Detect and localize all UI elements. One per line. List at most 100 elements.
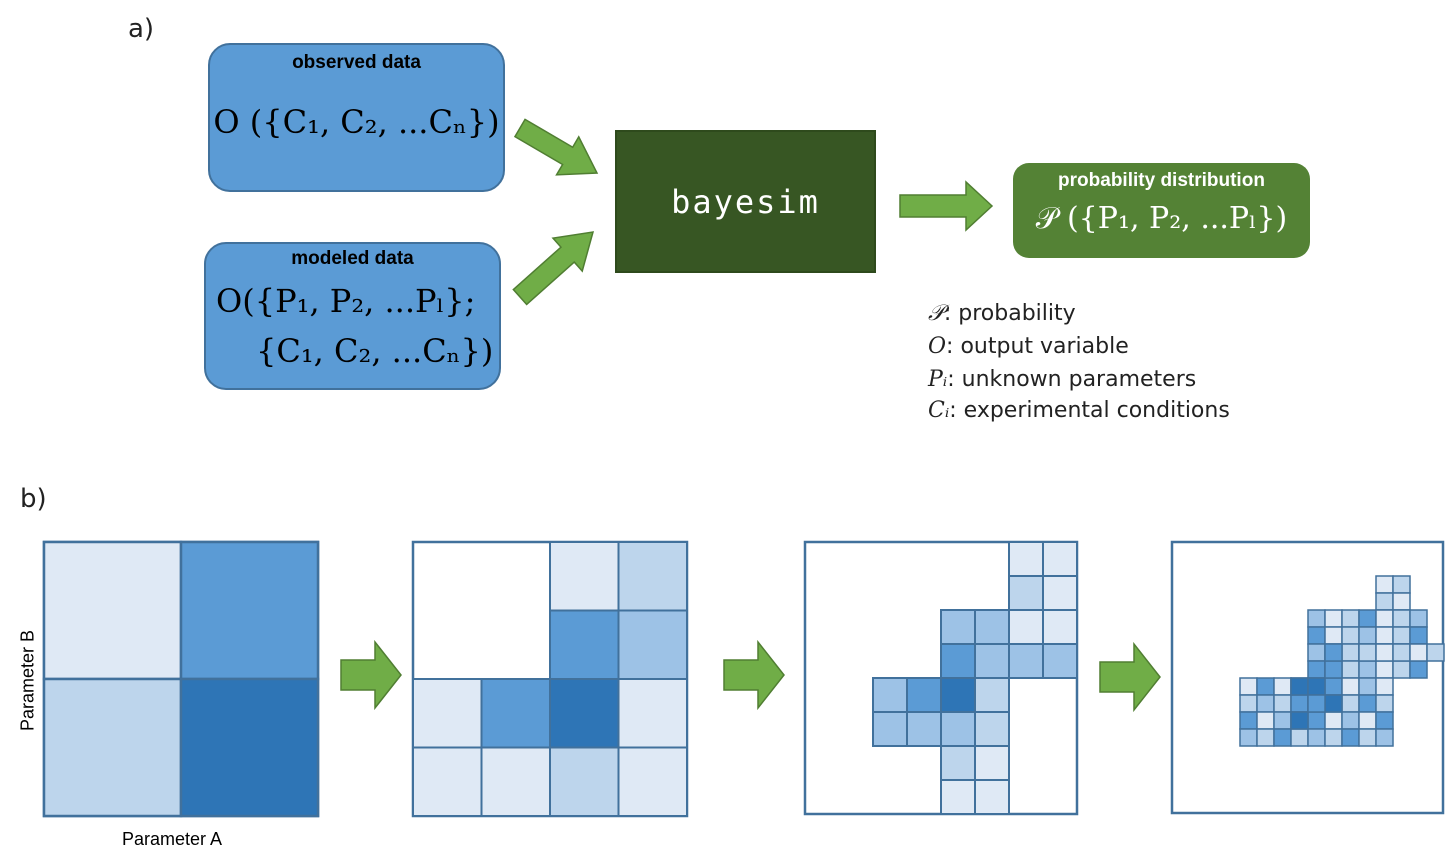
grid-4-cell <box>1307 694 1326 713</box>
grid-3-cell <box>940 779 976 815</box>
grid-4-cell <box>1375 677 1394 696</box>
grid-4-cell <box>1426 643 1445 662</box>
grid-4-cell <box>1375 711 1394 730</box>
grid-4-cell <box>1307 626 1326 645</box>
grid-2-cell <box>617 609 688 680</box>
grid-4-cell <box>1358 694 1377 713</box>
grid-4-cell <box>1290 711 1309 730</box>
grid-4-cell <box>1239 728 1258 747</box>
grid-2-cell <box>480 746 551 817</box>
grid-3-cell <box>940 711 976 747</box>
legend-item-probability: 𝒫: probability <box>928 301 1076 326</box>
arrow-bayesim-to-distribution-icon <box>899 180 994 232</box>
legend-item-output-variable: O: output variable <box>928 334 1129 359</box>
grid-2-cell <box>549 609 620 680</box>
modeled-data-title: modeled data <box>291 248 414 269</box>
modeled-data-expression-line1: O({P₁, P₂, ...Pₗ}; <box>216 282 476 320</box>
grid-4-cell <box>1239 711 1258 730</box>
bayesim-label: bayesim <box>671 182 820 221</box>
probability-distribution-title: probability distribution <box>1058 170 1265 191</box>
panel-a-label: a) <box>128 14 155 44</box>
grid-3-cell <box>974 779 1010 815</box>
grid-4-cell <box>1324 643 1343 662</box>
grid-4-cell <box>1358 643 1377 662</box>
legend-symbol: 𝒫 <box>928 301 944 326</box>
grid-4-cell <box>1409 626 1428 645</box>
grid-4-cell <box>1273 728 1292 747</box>
grid-4-cell <box>1392 660 1411 679</box>
grid-4-cell <box>1341 728 1360 747</box>
grid-4-cell <box>1273 677 1292 696</box>
observed-data-expression: O ({C₁, C₂, ...Cₙ}) <box>213 103 500 141</box>
grid-4-cell <box>1324 609 1343 628</box>
grid-3-cell <box>974 745 1010 781</box>
grid-3-cell <box>1008 609 1044 645</box>
grid-2-cell <box>617 541 688 612</box>
grid-2-cell <box>549 746 620 817</box>
arrow-observed-to-bayesim-icon <box>513 118 599 176</box>
grid-4-cell <box>1341 609 1360 628</box>
grid-4-cell <box>1273 694 1292 713</box>
grid-3-cell <box>1008 643 1044 679</box>
grid-2-cell <box>617 678 688 749</box>
grid-4-cell <box>1341 643 1360 662</box>
grid-4-cell <box>1409 660 1428 679</box>
grid-4-cell <box>1375 575 1394 594</box>
legend-text: : unknown parameters <box>947 367 1197 392</box>
grid-3-cell <box>974 643 1010 679</box>
grid-4-cell <box>1290 694 1309 713</box>
grid-4-cell <box>1341 626 1360 645</box>
grid-1-cell <box>42 677 183 818</box>
grid-4-cell <box>1256 711 1275 730</box>
grid-4-cell <box>1392 609 1411 628</box>
grid-4-cell <box>1392 592 1411 611</box>
grid-3-cell <box>1042 541 1078 577</box>
grid-4-cell <box>1358 728 1377 747</box>
grid-4-cell <box>1307 677 1326 696</box>
grid-4-cell <box>1307 643 1326 662</box>
grid-4-cell <box>1341 694 1360 713</box>
grid-3-cell <box>974 609 1010 645</box>
grid-3-cell <box>1042 575 1078 611</box>
grid-3-cell <box>1042 609 1078 645</box>
grid-4-cell <box>1341 677 1360 696</box>
arrow-grid-step-1-icon <box>340 639 402 711</box>
grid-1-cell <box>179 540 320 681</box>
grid-2-cell <box>549 678 620 749</box>
grid-4-cell <box>1375 592 1394 611</box>
legend-text: : experimental conditions <box>949 398 1230 423</box>
legend-symbol: Pᵢ <box>928 367 948 392</box>
grid-4-cell <box>1358 711 1377 730</box>
grid-3-cell <box>974 677 1010 713</box>
grid-4-cell <box>1256 694 1275 713</box>
arrow-grid-step-2-icon <box>723 639 785 711</box>
grid-4-cell <box>1324 694 1343 713</box>
grid-1-cell <box>42 540 183 681</box>
grid-3-cell <box>1008 575 1044 611</box>
grid-4-cell <box>1409 643 1428 662</box>
grid-4-cell <box>1375 609 1394 628</box>
parameter-a-axis-label: Parameter A <box>122 829 223 849</box>
bayesim-engine-box: bayesim <box>615 130 876 273</box>
grid-4-cell <box>1375 694 1394 713</box>
grid-3-cell <box>940 745 976 781</box>
grid-4-cell <box>1341 660 1360 679</box>
grid-3-cell <box>1042 643 1078 679</box>
grid-4-cell <box>1375 643 1394 662</box>
grid-4-cell <box>1358 660 1377 679</box>
grid-3-cell <box>940 609 976 645</box>
grid-4-cell <box>1307 609 1326 628</box>
grid-3-cell <box>872 677 908 713</box>
grid-3-cell <box>940 677 976 713</box>
grid-2-cell <box>412 678 483 749</box>
panel-b-label: b) <box>20 484 47 514</box>
grid-3-cell <box>906 677 942 713</box>
grid-3-cell <box>974 711 1010 747</box>
legend-text: : probability <box>943 301 1076 326</box>
grid-4-cell <box>1307 728 1326 747</box>
grid-3-cell <box>906 711 942 747</box>
legend-symbol: O <box>928 334 947 359</box>
grid-4-cell <box>1358 626 1377 645</box>
grid-4-cell <box>1392 643 1411 662</box>
